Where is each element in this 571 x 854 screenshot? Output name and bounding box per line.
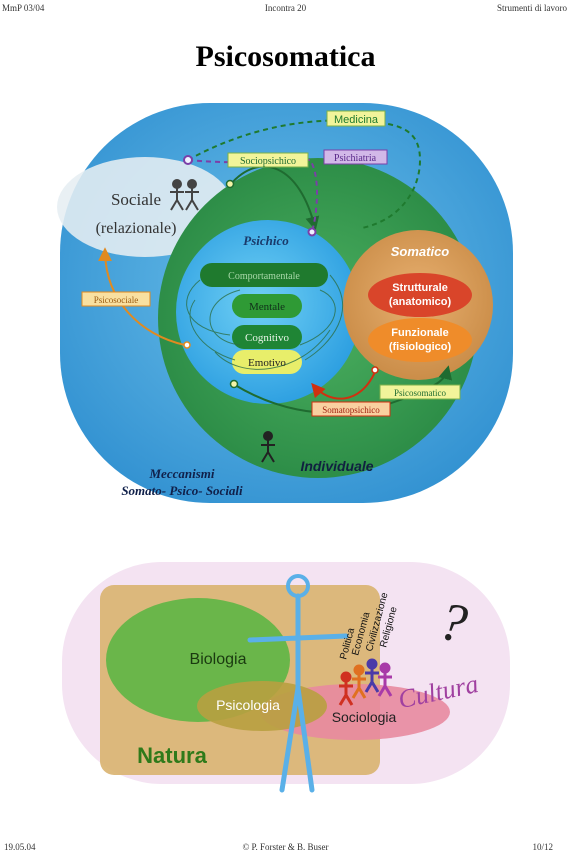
anatomico-label: (anatomico): [389, 296, 452, 308]
stick-figure-icon: [247, 574, 349, 793]
psicologia-label: Psicologia: [216, 697, 280, 713]
biologia-label: Biologia: [190, 651, 247, 668]
footer-center: © P. Forster & B. Buser: [242, 842, 329, 852]
sociopsichico-label: Sociopsichico: [240, 156, 296, 167]
footer-right: 10/12: [532, 842, 553, 852]
sociopsichico-label-box: [227, 152, 309, 168]
header-right: Strumenti di lavoro: [497, 3, 567, 13]
psichiatria-label: Psichiatria: [334, 153, 377, 164]
psichiatria-end-node: [307, 227, 317, 237]
person-icon: [261, 431, 275, 463]
relazionale-label: (relazionale): [96, 220, 177, 237]
funzionale-label: Funzionale: [391, 327, 448, 339]
strutturale-shape: [368, 273, 472, 317]
somatopsichico-arrow: [311, 371, 376, 400]
cognitivo-label: Cognitivo: [245, 332, 290, 344]
comportamentale-bar: [200, 263, 328, 287]
psicosomatico-label: Psicosomatico: [394, 388, 446, 398]
psichiatria-node: [183, 155, 193, 165]
somatopsichico-label-box: [311, 401, 391, 417]
funzionale-shape: [368, 318, 472, 362]
psicosociale-label-box: [81, 291, 151, 307]
medicina-label-box: [326, 110, 386, 127]
header-left: MmP 03/04: [2, 3, 45, 13]
cognitivo-bar: [232, 325, 302, 349]
mentale-label: Mentale: [249, 301, 285, 313]
meccanismi-label: Meccanismi: [149, 466, 215, 481]
psicosomatico-node: [229, 379, 239, 389]
psichico-label: Psichico: [243, 233, 289, 248]
somatopsichico-label: Somatopsichico: [322, 405, 380, 415]
psicosociale-node: [183, 341, 191, 349]
psicosociale-label: Psicosociale: [94, 295, 139, 305]
somatopsichico-node: [371, 366, 379, 374]
emotivo-bar: [232, 350, 302, 374]
sociologia-label: Sociologia: [332, 709, 397, 725]
sociopsichico-arrow: [229, 165, 320, 231]
psichiatria-label-box: [323, 149, 388, 165]
people-icon: [170, 179, 199, 211]
page-title: Psicosomatica: [195, 40, 376, 73]
emotivo-label: Emotivo: [248, 357, 286, 369]
strutturale-label: Strutturale: [392, 282, 448, 294]
individuale-label: Individuale: [300, 458, 373, 474]
fisiologico-label: (fisiologico): [389, 341, 452, 353]
psicosomatico-label-box: [379, 384, 461, 400]
psicosociale-arrow: [98, 247, 186, 346]
medicina-label: Medicina: [334, 114, 379, 126]
sociale-label: Sociale: [111, 190, 161, 209]
header-center: Incontra 20: [264, 3, 307, 13]
sociopsichico-node: [225, 179, 235, 189]
footer-left: 19.05.04: [4, 842, 36, 852]
somato-psico-sociali-label: Somato- Psico- Sociali: [121, 483, 243, 498]
natura-label: Natura: [137, 743, 207, 768]
psychic-interconnections: [186, 274, 343, 370]
somatico-label: Somatico: [391, 244, 450, 259]
medicina-dashed-line: [187, 119, 422, 229]
comportamentale-label: Comportamentale: [228, 271, 300, 282]
people-group-icon: [338, 658, 393, 706]
mentale-bar: [232, 294, 302, 318]
